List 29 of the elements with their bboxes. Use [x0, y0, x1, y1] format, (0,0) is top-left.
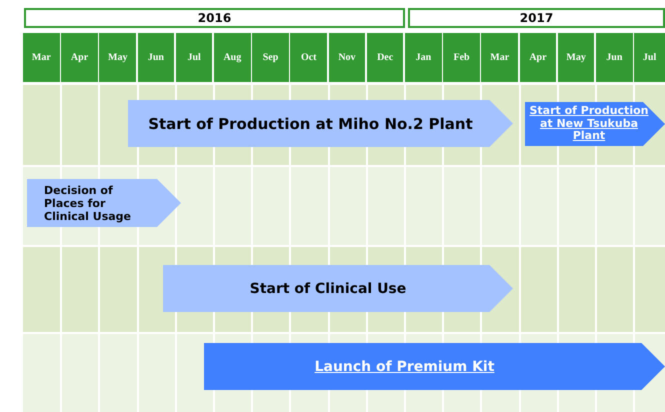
milestone-banner [204, 343, 665, 390]
month-header: Jul [176, 33, 212, 82]
month-header: May [99, 33, 136, 82]
month-header: Apr [61, 33, 98, 82]
month-header: Mar [481, 33, 518, 82]
milestone-label: Start of Clinical Use [250, 280, 406, 296]
milestone-banner [128, 100, 513, 147]
milestone-label: Start of Production at Miho No.2 Plant [148, 114, 473, 132]
month-header: Sep [252, 33, 289, 82]
milestone-link: Launch of Premium Kit [314, 358, 494, 374]
milestone-banner [525, 102, 665, 146]
milestone-banner [163, 265, 513, 312]
milestone-label: Decision of Places for Clinical Usage [44, 184, 132, 222]
month-header: Jan [405, 33, 442, 82]
month-header: Jun [596, 33, 633, 82]
month-header: Jul [634, 33, 665, 82]
milestone-banner [27, 179, 181, 227]
month-header: Mar [23, 33, 60, 82]
month-header: Feb [443, 33, 480, 82]
month-header: Jun [138, 33, 174, 82]
month-header: Oct [290, 33, 328, 82]
month-header: Apr [520, 33, 556, 82]
year-header: 2017 [408, 8, 665, 28]
year-header: 2016 [24, 8, 405, 28]
month-header: Dec [366, 33, 404, 82]
month-header: Nov [328, 33, 366, 82]
milestone-link: Start of Production at New Tsukuba Plant [528, 105, 650, 143]
month-header: May [558, 33, 594, 82]
month-header: Aug [214, 33, 251, 82]
